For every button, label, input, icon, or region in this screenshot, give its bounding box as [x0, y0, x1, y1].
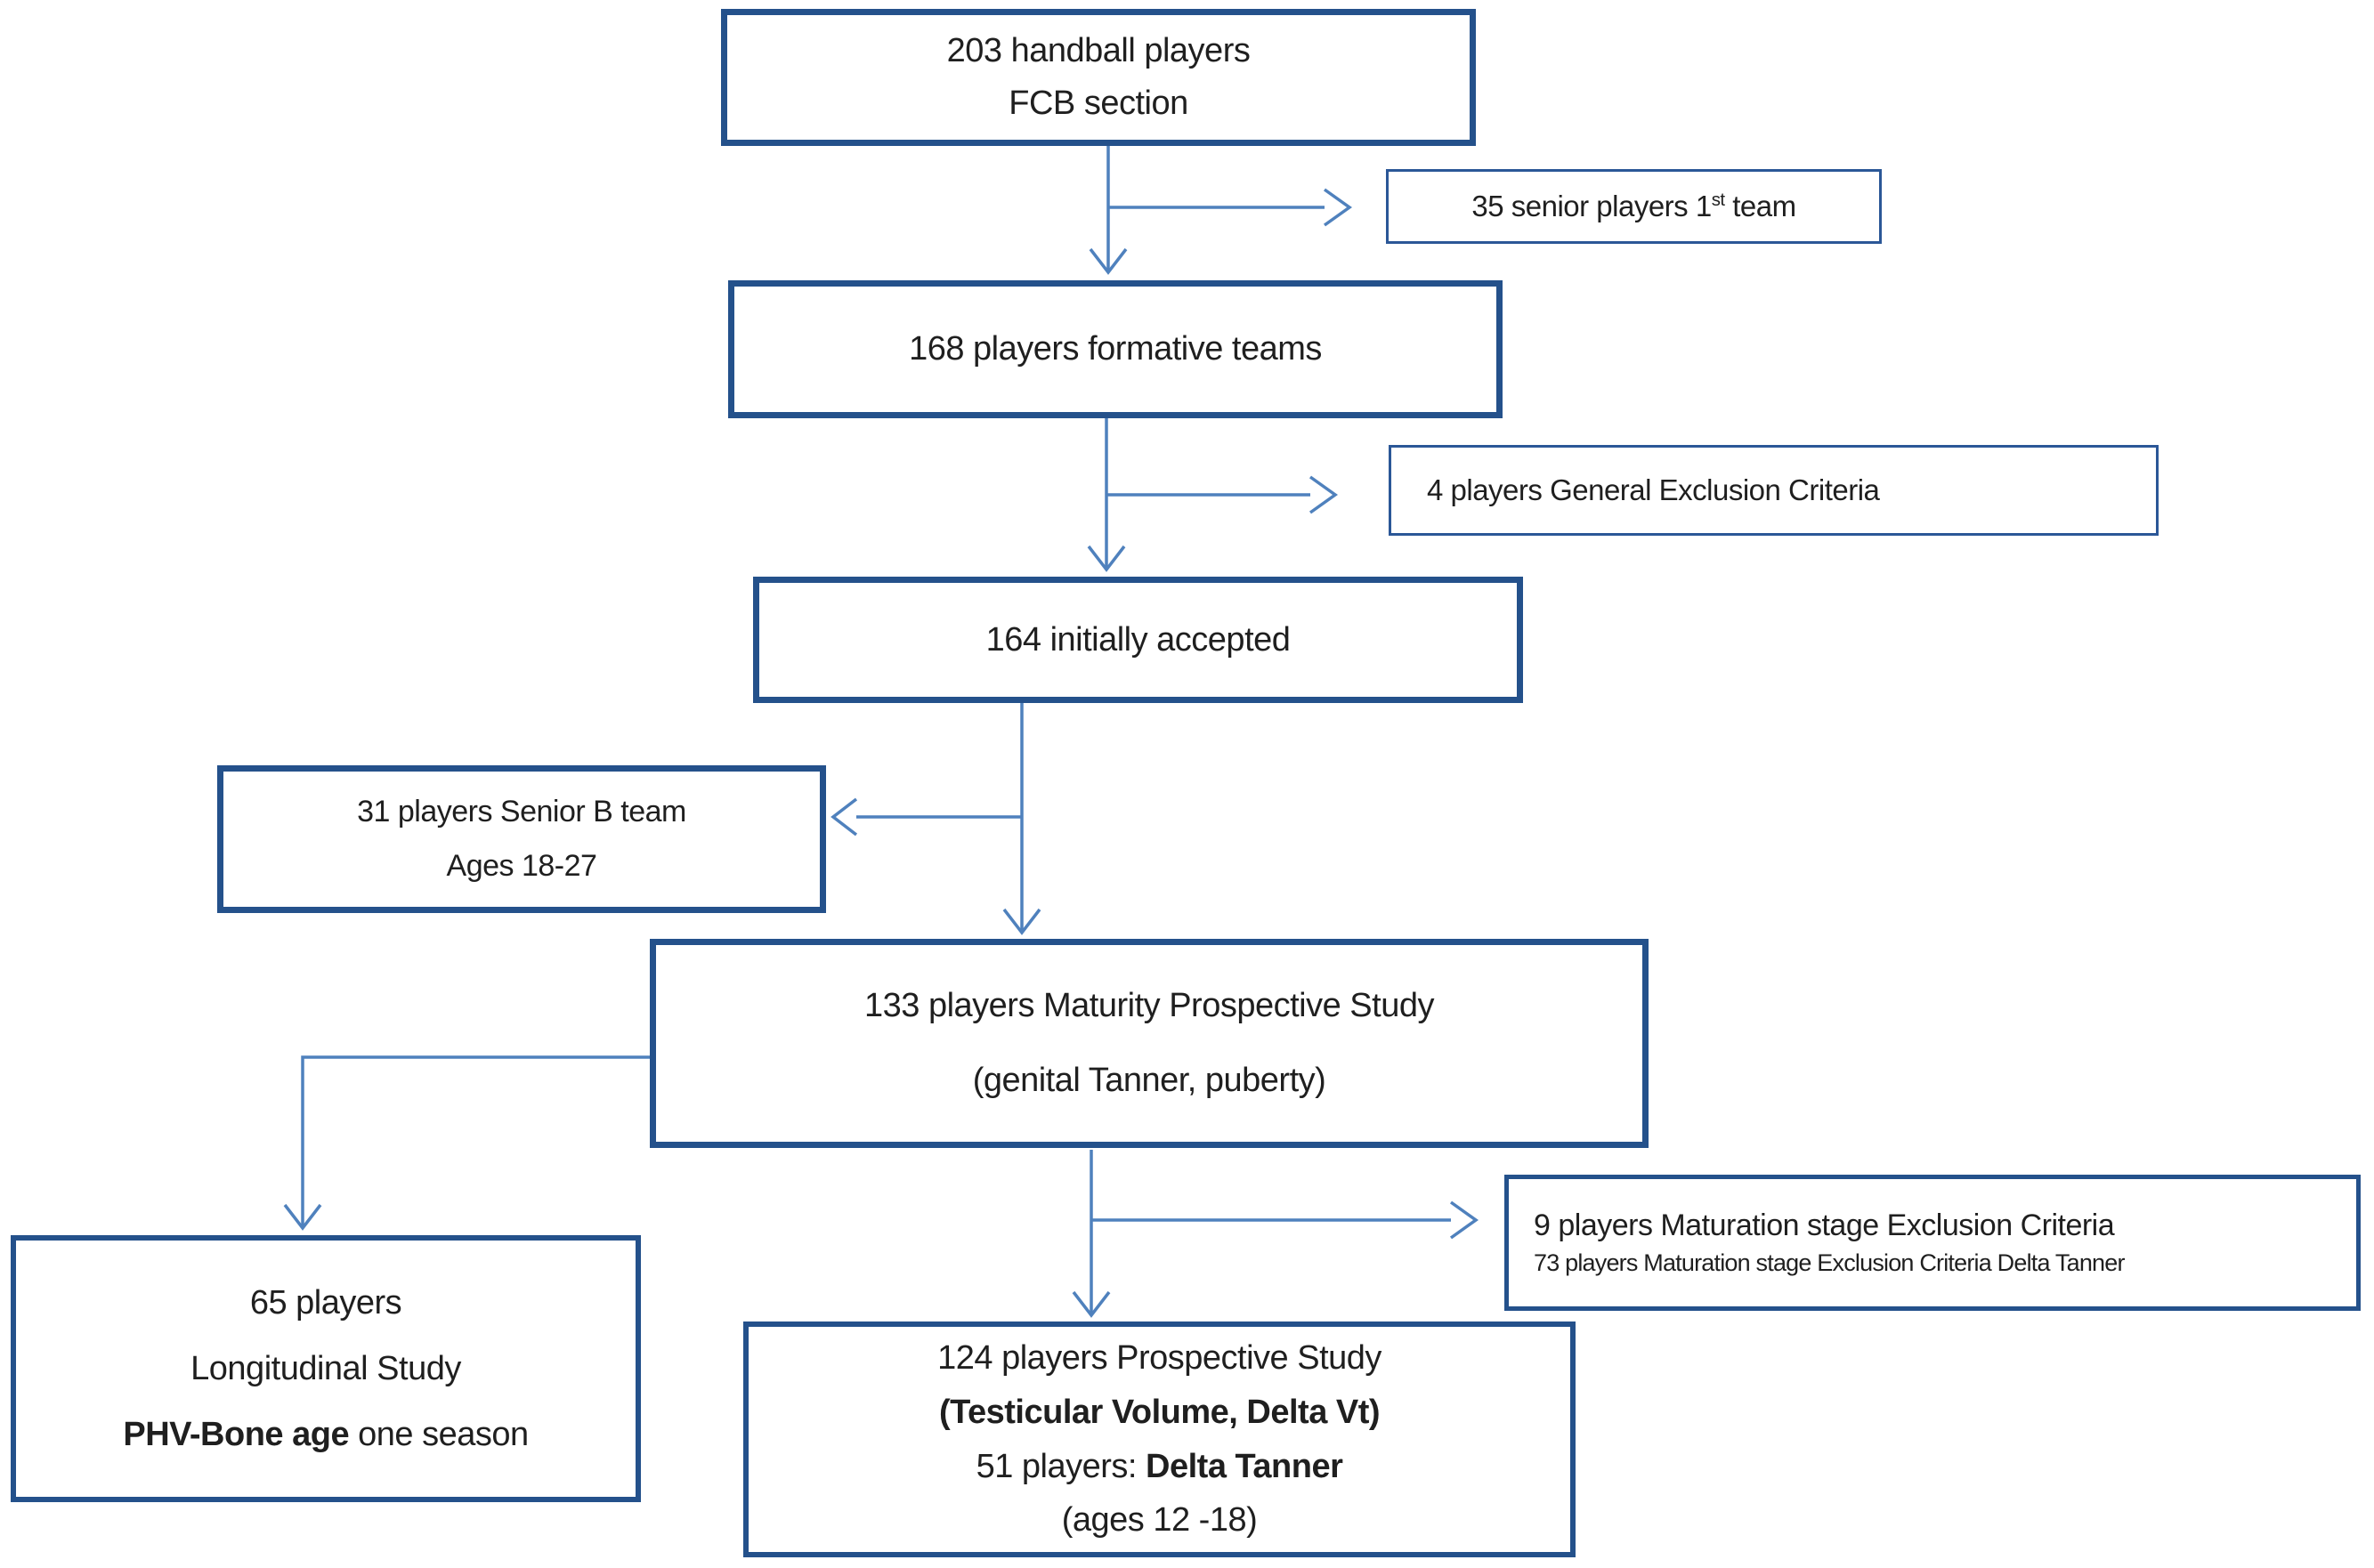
box-line-text: 35 senior players 1 [1471, 190, 1712, 222]
box-line: 51 players: Delta Tanner [976, 1440, 1343, 1494]
box-line: 164 initially accepted [985, 620, 1291, 659]
box-line: Longitudinal Study [190, 1349, 461, 1387]
box-line-text: 51 players: [976, 1447, 1146, 1485]
right-arrowhead-icon [1449, 1200, 1479, 1240]
connector-branch-general-exclusion [1106, 475, 1339, 514]
box-line: 4 players General Exclusion Criteria [1427, 473, 1880, 506]
connector-total-to-formative [1089, 146, 1128, 275]
box-line-text: one season [349, 1416, 529, 1454]
wire-line [301, 1055, 650, 1226]
down-arrowhead-icon [1087, 545, 1126, 572]
box-line: 9 players Maturation stage Exclusion Cri… [1534, 1208, 2115, 1242]
box-line: (genital Tanner, puberty) [972, 1061, 1326, 1099]
box-maturation-stage-exclusion: 9 players Maturation stage Exclusion Cri… [1504, 1175, 2361, 1311]
box-line: 124 players Prospective Study [937, 1338, 1381, 1377]
right-arrowhead-icon [1309, 475, 1339, 514]
box-line: Ages 18-27 [446, 849, 597, 883]
connector-maturity-to-longitudinal [283, 1055, 650, 1231]
box-prospective-study: 124 players Prospective Study (Testicula… [743, 1321, 1576, 1557]
box-line: (Testicular Volume, Delta Vt) [938, 1386, 1381, 1440]
right-arrowhead-icon [1323, 188, 1353, 227]
box-general-exclusion-criteria: 4 players General Exclusion Criteria [1389, 445, 2159, 536]
box-line: 203 handball players [946, 32, 1251, 70]
box-line-bold-text: PHV-Bone age [123, 1416, 350, 1454]
connector-formative-to-initially-accepted [1087, 418, 1126, 572]
box-line-bold-text: (Testicular Volume, Delta Vt) [938, 1393, 1381, 1431]
down-arrowhead-icon [283, 1203, 322, 1231]
box-longitudinal-study: 65 players Longitudinal Study PHV-Bone a… [11, 1235, 641, 1502]
box-line: 73 players Maturation stage Exclusion Cr… [1534, 1249, 2125, 1276]
box-line: 31 players Senior B team [357, 794, 686, 828]
connector-branch-maturation-exclusion [1091, 1200, 1479, 1240]
box-line: 168 players formative teams [909, 330, 1322, 368]
box-total-handball-players: 203 handball players FCB section [721, 9, 1476, 146]
box-senior-players-first-team: 35 senior players 1st team [1386, 169, 1882, 244]
down-arrowhead-icon [1072, 1290, 1111, 1318]
box-line-text: team [1724, 190, 1796, 222]
left-arrowhead-icon [830, 797, 858, 837]
box-players-formative-teams: 168 players formative teams [728, 280, 1503, 418]
box-line: PHV-Bone age one season [123, 1402, 529, 1467]
box-line: 65 players [249, 1283, 402, 1321]
box-line: (ages 12 -18) [1061, 1501, 1258, 1540]
box-senior-b-team: 31 players Senior B team Ages 18-27 [217, 765, 826, 913]
ordinal-superscript: st [1711, 190, 1725, 210]
down-arrowhead-icon [1089, 247, 1128, 275]
connector-maturity-to-prospective [1072, 1150, 1111, 1318]
box-line: 35 senior players 1st team [1471, 190, 1796, 223]
box-line-bold-text: Delta Tanner [1146, 1447, 1343, 1485]
connector-branch-senior-first-team [1108, 188, 1353, 227]
connector-branch-senior-b-team [830, 797, 1022, 837]
down-arrowhead-icon [1002, 908, 1041, 935]
box-line: FCB section [1009, 85, 1188, 122]
box-maturity-prospective-study: 133 players Maturity Prospective Study (… [650, 939, 1649, 1148]
box-initially-accepted: 164 initially accepted [753, 577, 1523, 703]
box-line: 133 players Maturity Prospective Study [864, 986, 1434, 1024]
